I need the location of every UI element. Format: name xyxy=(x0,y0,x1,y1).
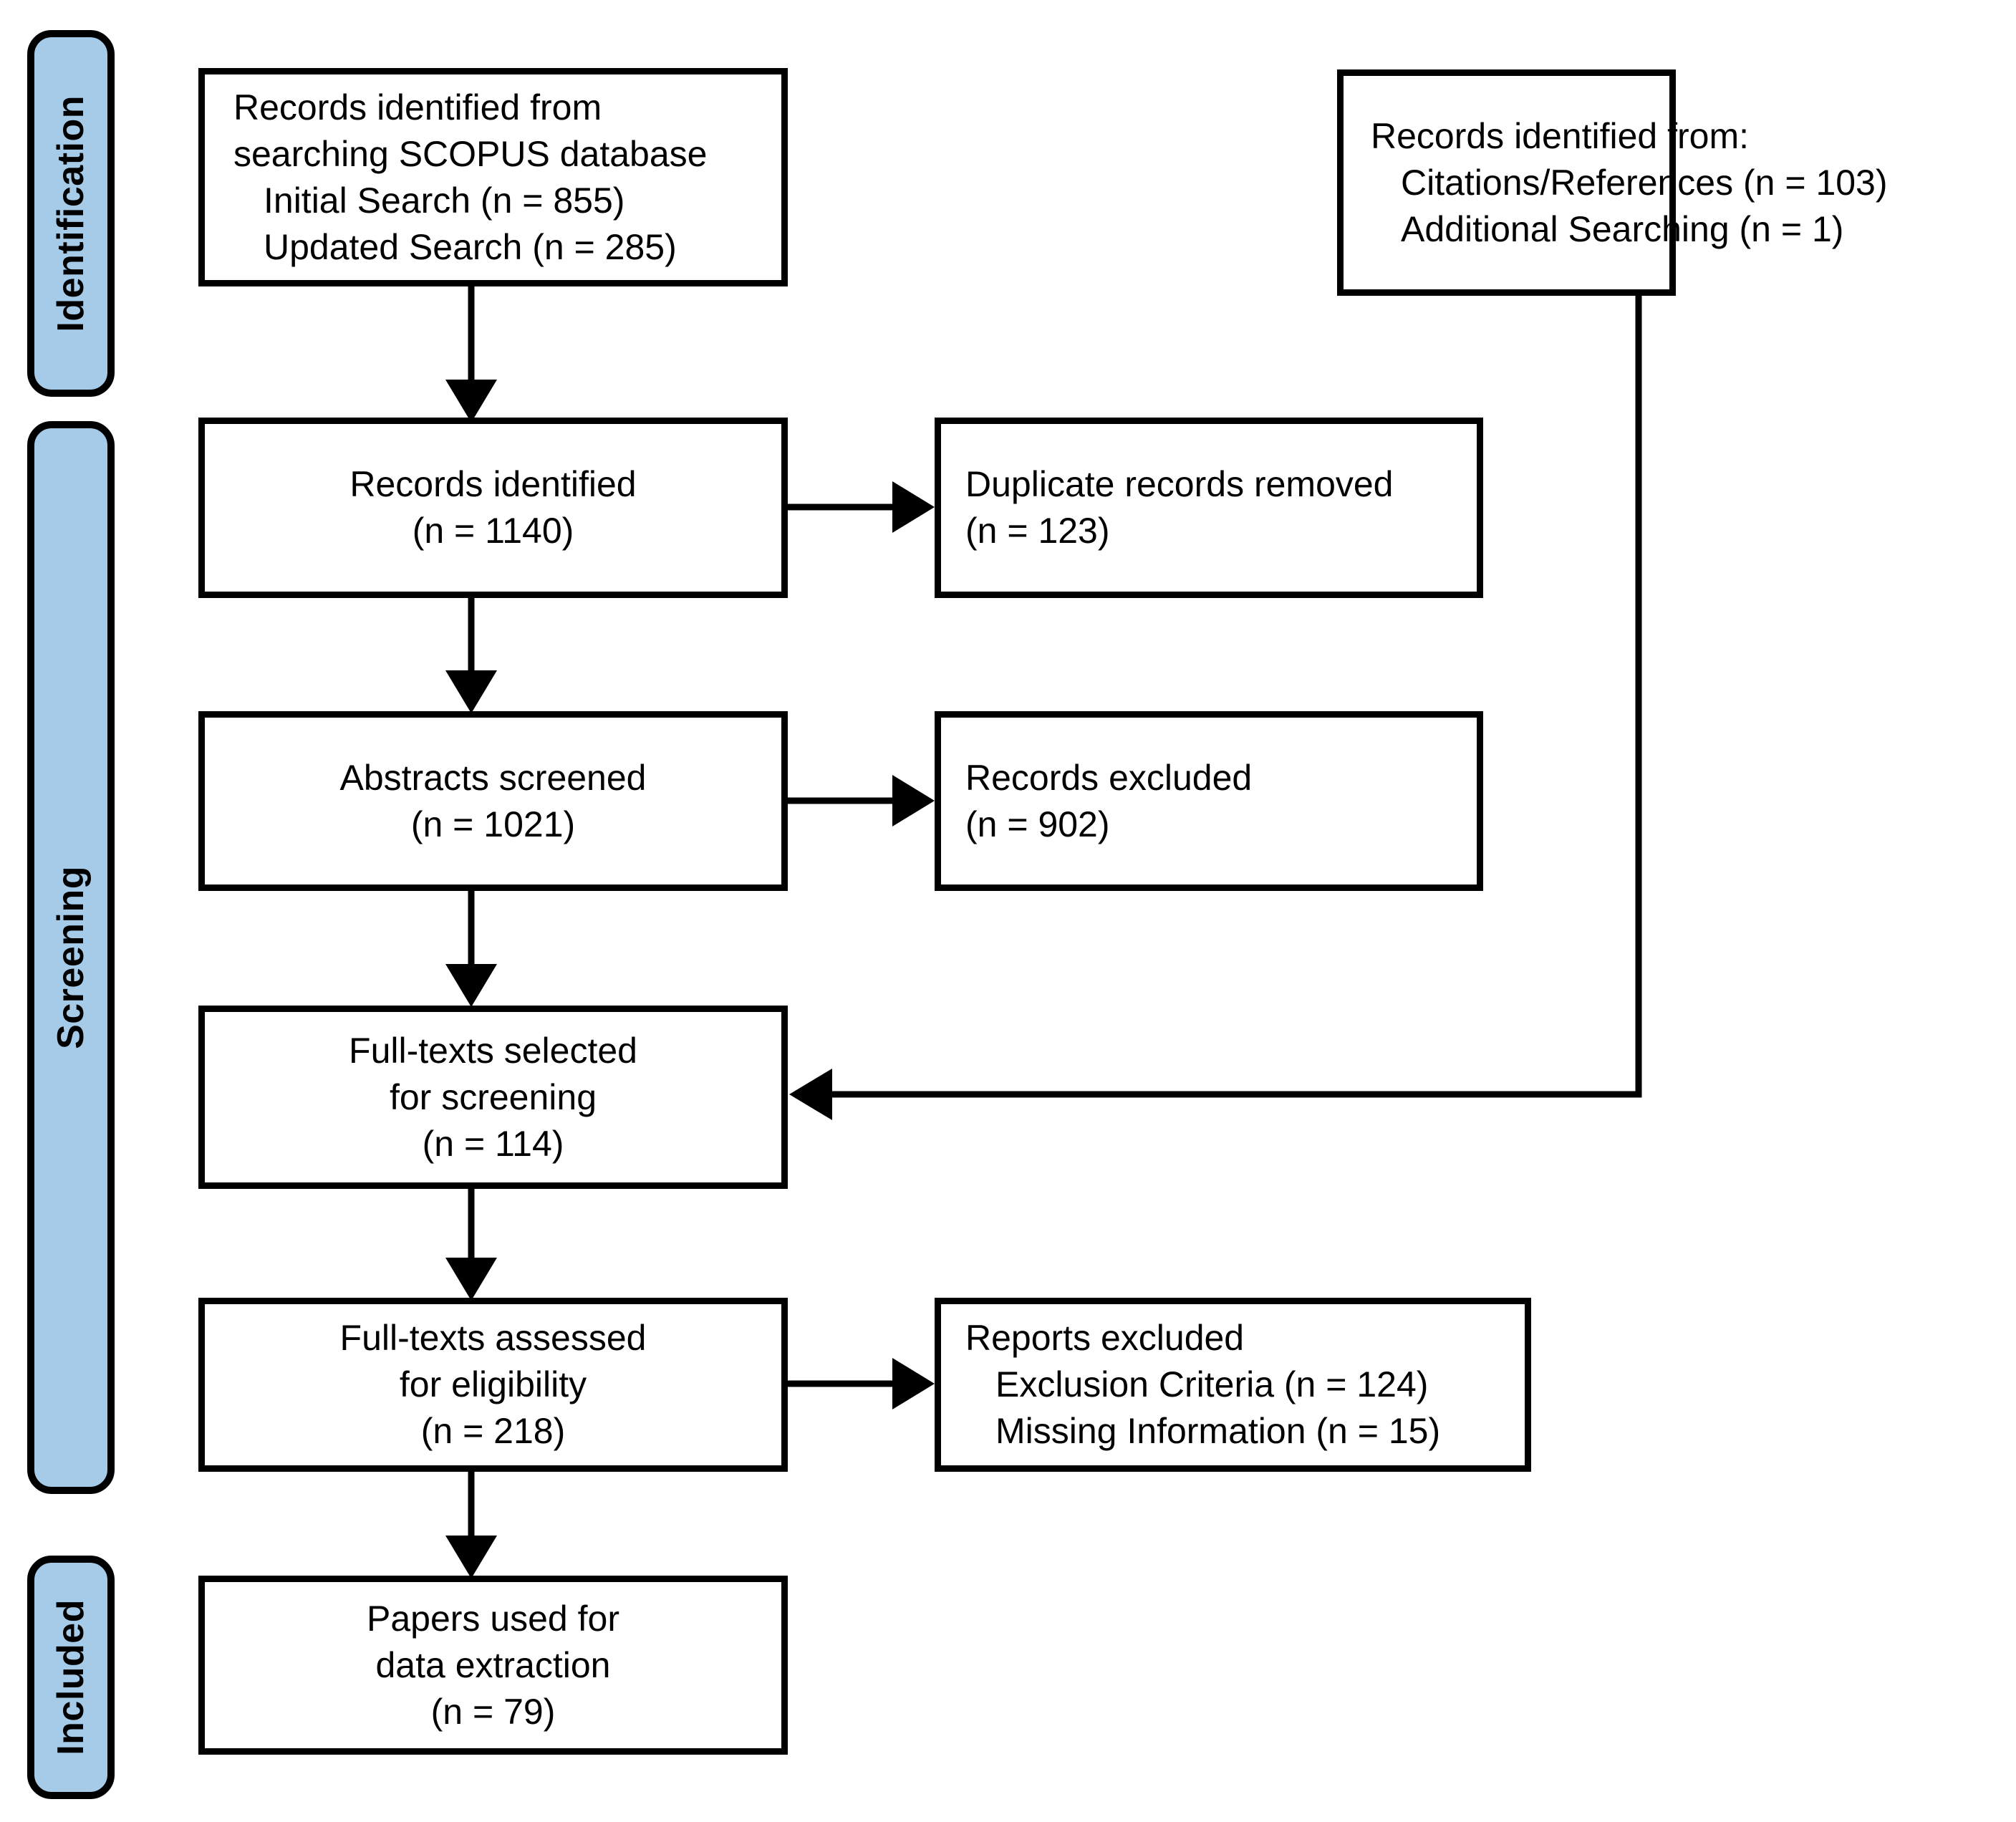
box-line: (n = 1140) xyxy=(412,511,574,551)
box-records-excluded: Records excluded (n = 902) xyxy=(935,711,1483,891)
box-fulltexts-selected: Full-texts selected for screening (n = 1… xyxy=(198,1006,788,1189)
box-line: for eligibility xyxy=(399,1364,587,1404)
box-line: data extraction xyxy=(375,1644,611,1685)
box-line: (n = 79) xyxy=(430,1691,556,1732)
stage-label-identification: Identification xyxy=(50,95,92,332)
box-line: Updated Search (n = 285) xyxy=(264,226,677,267)
box-line: for screening xyxy=(389,1076,597,1117)
box-abstracts-screened: Abstracts screened (n = 1021) xyxy=(198,711,788,891)
box-line: (n = 902) xyxy=(965,804,1110,844)
box-line: searching SCOPUS database xyxy=(233,133,708,174)
connector-identified-to-duplicates xyxy=(788,481,935,533)
box-reports-excluded: Reports excluded Exclusion Criteria (n =… xyxy=(935,1298,1531,1472)
connector-identified-to-abstracts xyxy=(445,598,497,713)
stage-label-screening: Screening xyxy=(50,866,92,1049)
box-records-identified-scopus: Records identified from searching SCOPUS… xyxy=(198,68,788,286)
box-line: Full-texts selected xyxy=(349,1030,637,1071)
box-papers-used: Papers used for data extraction (n = 79) xyxy=(198,1576,788,1755)
box-line: (n = 123) xyxy=(965,511,1110,551)
box-records-identified-total: Records identified (n = 1140) xyxy=(198,418,788,598)
box-line: Citations/References (n = 103) xyxy=(1401,162,1888,203)
box-line: Missing Information (n = 15) xyxy=(995,1411,1441,1451)
box-line: Records excluded xyxy=(965,757,1253,798)
stage-bar-included: Included xyxy=(27,1556,115,1799)
box-line: Records identified from: xyxy=(1371,115,1750,156)
box-line: (n = 1021) xyxy=(410,804,576,844)
box-line: Full-texts assessed xyxy=(339,1318,647,1358)
box-duplicate-records-removed: Duplicate records removed (n = 123) xyxy=(935,418,1483,598)
box-line: Initial Search (n = 855) xyxy=(264,180,625,221)
stage-bar-screening: Screening xyxy=(27,421,115,1494)
box-line: Duplicate records removed xyxy=(965,464,1394,504)
box-line: (n = 218) xyxy=(420,1411,566,1451)
box-line: Reports excluded xyxy=(965,1318,1245,1358)
box-line: Records identified xyxy=(349,464,637,504)
box-line: Additional Searching (n = 1) xyxy=(1401,208,1844,249)
box-line: Abstracts screened xyxy=(339,757,647,798)
stage-bar-identification: Identification xyxy=(27,30,115,397)
connector-abstracts-to-excluded xyxy=(788,775,935,826)
box-line: Records identified from xyxy=(233,87,602,127)
connector-assessed-to-papers-used xyxy=(445,1472,497,1578)
connector-assessed-to-reports-excluded xyxy=(788,1358,935,1409)
box-line: (n = 114) xyxy=(422,1123,564,1164)
stage-label-included: Included xyxy=(50,1599,92,1755)
box-line: Exclusion Criteria (n = 124) xyxy=(995,1364,1429,1404)
connector-abstracts-to-fulltexts-selected xyxy=(445,891,497,1007)
box-records-identified-other: Records identified from: Citations/Refer… xyxy=(1337,69,1888,296)
connector-selected-to-assessed xyxy=(445,1189,497,1301)
connector-scopus-to-identified xyxy=(445,286,497,423)
box-fulltexts-assessed: Full-texts assessed for eligibility (n =… xyxy=(198,1298,788,1472)
box-line: Papers used for xyxy=(367,1598,619,1639)
